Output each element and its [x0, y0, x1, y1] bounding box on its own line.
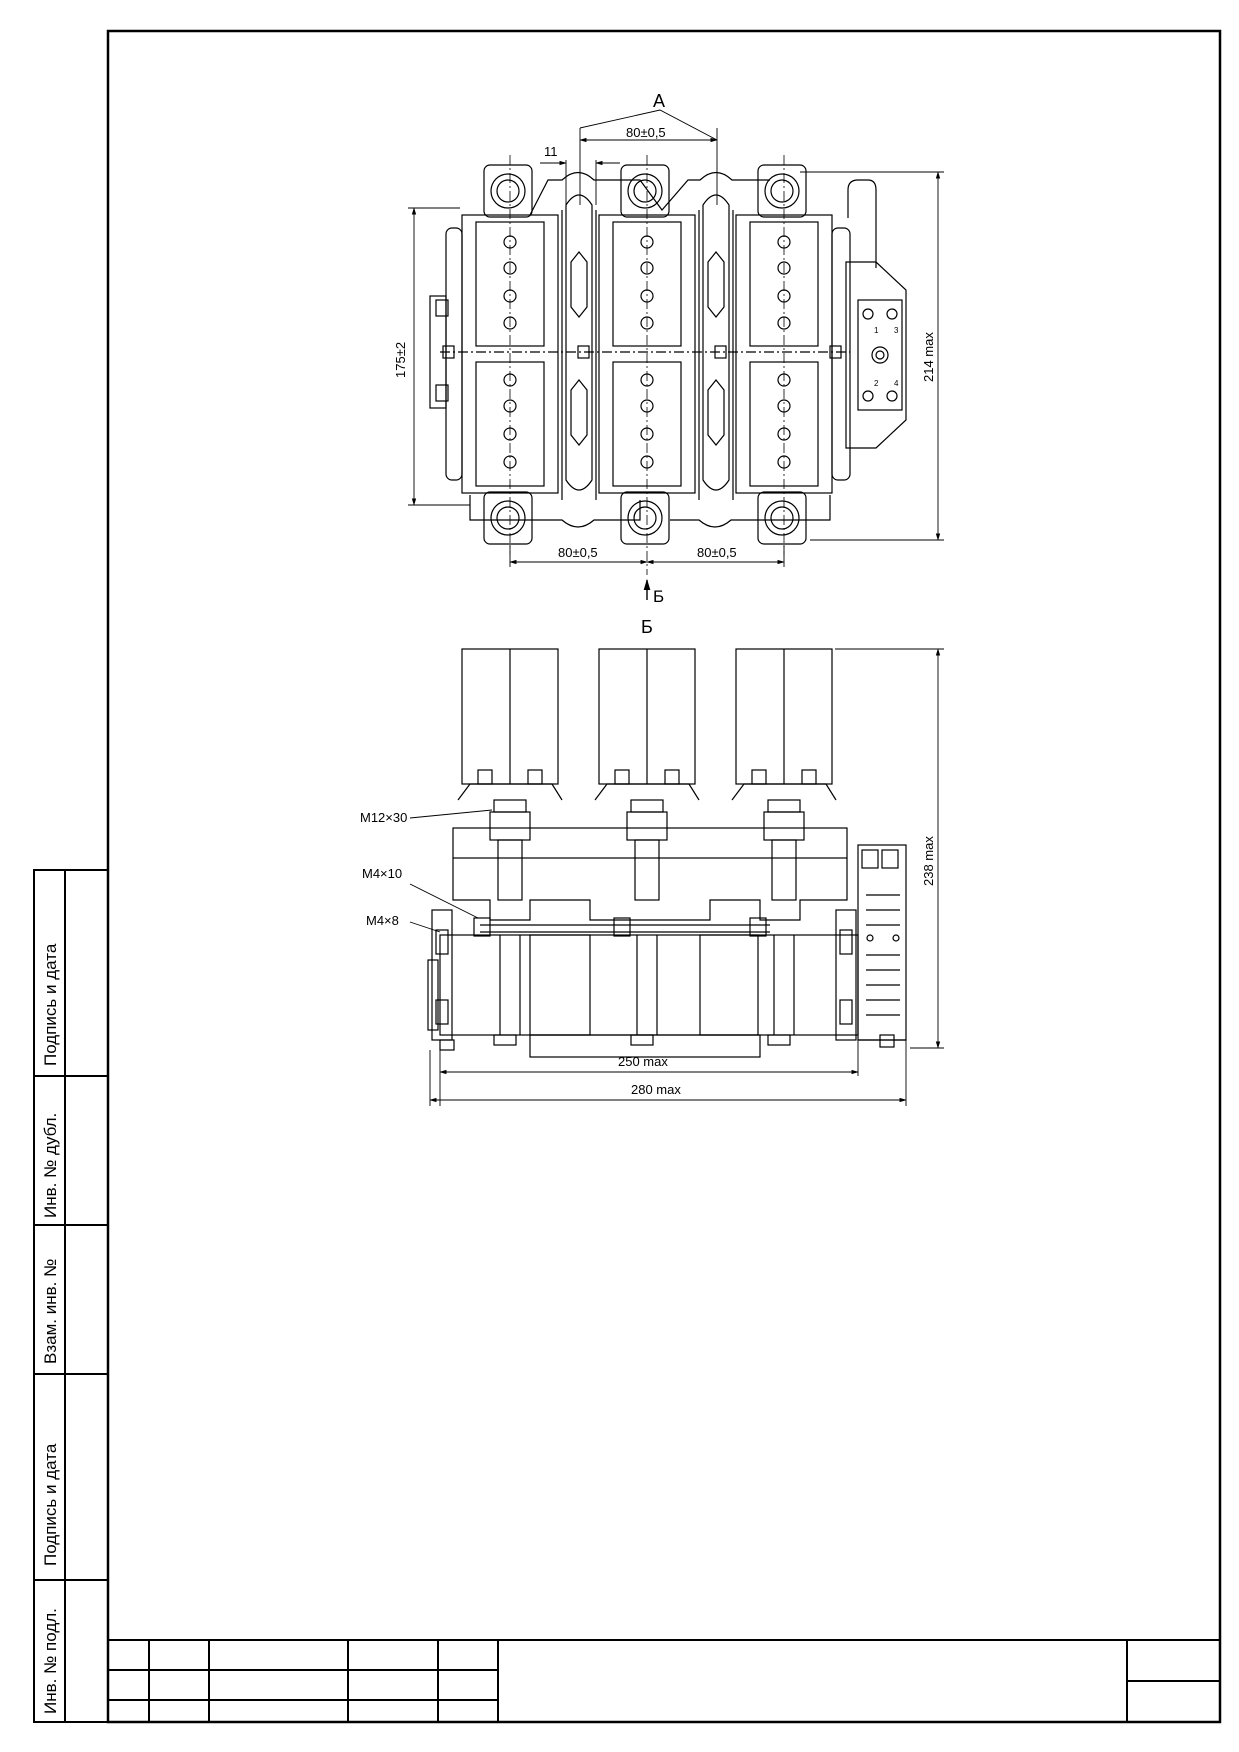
drawing-frame [106, 29, 1222, 1724]
callout-m12x30: M12×30 [360, 810, 407, 825]
aux-terminal-3: 3 [894, 326, 899, 335]
view-label-a: А [653, 91, 665, 111]
base-outline-bottom [469, 495, 831, 528]
dim-gap: 11 [544, 144, 558, 159]
dim-side-width-overall: 280 max [631, 1082, 681, 1097]
pole-3 [735, 214, 851, 494]
stamp-label-podpis-2: Подпись и дата [41, 943, 60, 1066]
stamp-label-inv-podl: Инв. № подл. [41, 1608, 60, 1714]
arc-chute-2 [598, 648, 696, 785]
left-terminal-clamp [429, 295, 449, 409]
inter-pole-link-1 [561, 194, 597, 500]
top-view [429, 155, 907, 575]
dim-side-width-inner: 250 max [618, 1054, 668, 1069]
pole-1 [445, 214, 559, 494]
side-view [427, 648, 907, 1058]
side-aux-block [835, 844, 907, 1041]
stamp-label-vzam-inv: Взам. инв. № [41, 1259, 60, 1364]
bottom-bolts [483, 491, 807, 545]
title-block [108, 1639, 1220, 1722]
dim-side-height: 238 max [921, 836, 936, 886]
callout-m4x8: M4×8 [366, 913, 399, 928]
top-bolts [483, 164, 807, 218]
side-stamp [33, 869, 109, 1723]
dim-height-inner: 175±2 [393, 342, 408, 378]
view-label-b: Б [641, 617, 653, 637]
aux-terminal-4: 4 [894, 379, 899, 388]
auxiliary-contact-block [845, 179, 907, 449]
dim-height-overall: 214 max [921, 332, 936, 382]
side-view-dimensions [409, 648, 944, 1106]
dim-pitch-bottom-left: 80±0,5 [558, 545, 598, 560]
terminal-studs [489, 799, 805, 901]
dim-pitch-top: 80±0,5 [626, 125, 666, 140]
mounting-feet [439, 1034, 906, 1051]
inter-pole-link-2 [698, 194, 734, 500]
arc-chute-3 [735, 648, 833, 785]
callout-m4x10: M4×10 [362, 866, 402, 881]
aux-terminal-2: 2 [874, 379, 879, 388]
arc-chute-1 [461, 648, 559, 785]
contactor-body [439, 827, 859, 1058]
base-outline-top [529, 171, 770, 216]
dim-pitch-bottom-right: 80±0,5 [697, 545, 737, 560]
stamp-label-podpis-1: Подпись и дата [41, 1443, 60, 1566]
aux-terminal-1: 1 [874, 326, 879, 335]
section-label-b-arrow: Б [653, 587, 664, 606]
top-view-dimensions [408, 109, 944, 600]
stamp-label-inv-dubl: Инв. № дубл. [41, 1113, 60, 1218]
